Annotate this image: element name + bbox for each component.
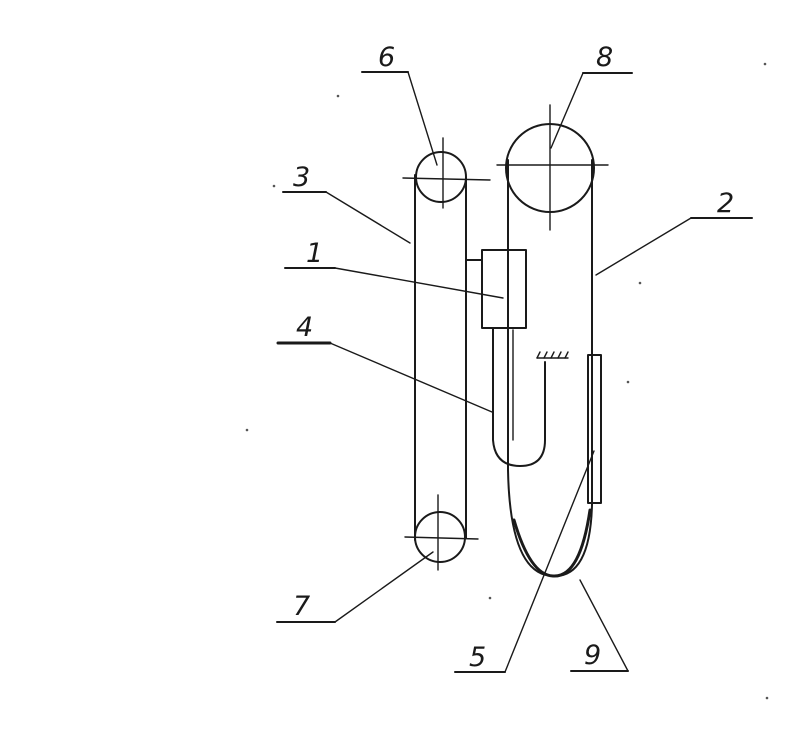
belt-3 [414,174,467,541]
label-3: 3 [293,162,310,193]
label-5: 5 [469,642,486,673]
label-6: 6 [378,42,395,73]
block-1 [465,249,527,329]
pulley-6 [402,137,491,209]
segment-9 [512,508,592,578]
label-4: 4 [296,312,313,343]
label-8: 8 [596,42,613,73]
label-1: 1 [306,238,323,269]
label-2: 2 [717,188,734,219]
pulley-8 [496,104,609,231]
tube-4 [492,327,569,467]
label-7: 7 [293,591,310,622]
rod-5 [587,354,602,504]
pulley-7 [404,494,479,571]
label-9: 9 [584,640,601,671]
scan-specks [245,62,769,700]
leader-lines [276,71,753,673]
